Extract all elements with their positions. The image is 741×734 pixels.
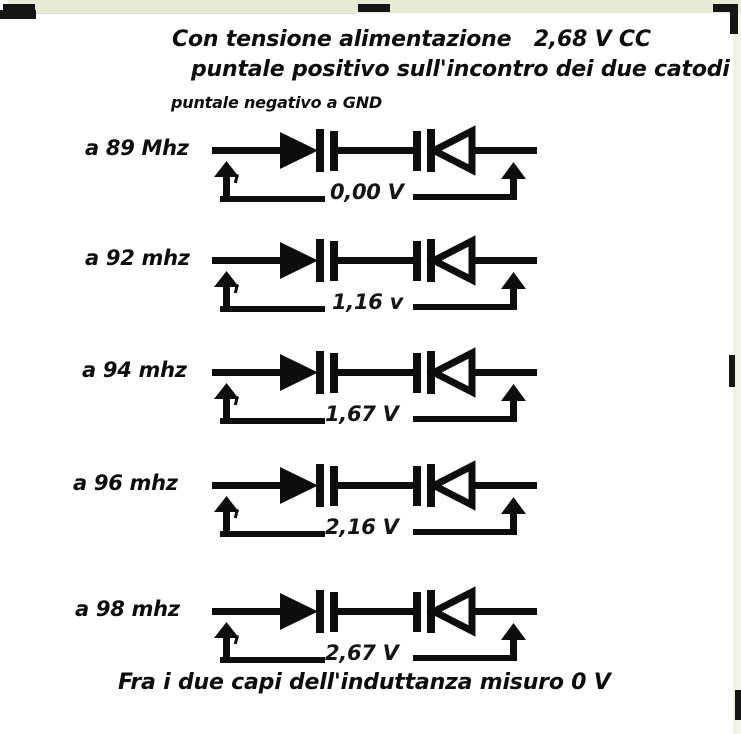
right-probe-arrow xyxy=(413,623,526,661)
document-right-band xyxy=(733,13,741,734)
right-first-bar xyxy=(413,592,421,632)
right-lead-wire xyxy=(469,369,537,376)
right-probe-arrow xyxy=(413,272,526,310)
right-lead-wire xyxy=(469,608,537,615)
left-probe-arrow xyxy=(214,496,325,537)
left-probe-arrow xyxy=(214,383,325,424)
frequency-label: a 89 Mhz xyxy=(85,136,189,160)
left-diode-triangle xyxy=(280,467,318,504)
left-diode-triangle xyxy=(280,354,318,391)
left-second-bar xyxy=(330,241,338,281)
selection-handle-bottom-right[interactable] xyxy=(735,690,741,720)
selection-handle-top-right-vertical[interactable] xyxy=(730,4,738,34)
diode-circuit xyxy=(212,347,537,398)
left-diode-cathode-bar xyxy=(316,464,324,507)
probe-indicators xyxy=(214,622,526,663)
right-first-bar xyxy=(413,131,421,171)
selection-handle-top-middle[interactable] xyxy=(358,4,390,12)
header-line-2: puntale positivo sull'incontro dei due c… xyxy=(191,57,730,82)
left-diode-triangle xyxy=(280,132,318,169)
left-diode-triangle xyxy=(280,242,318,279)
frequency-label: a 92 mhz xyxy=(85,246,190,270)
right-lead-wire xyxy=(469,482,537,489)
left-lead-wire xyxy=(212,147,280,154)
selection-handle-top-left[interactable] xyxy=(3,4,35,11)
voltage-reading: 2,16 V xyxy=(325,515,399,539)
frequency-label: a 98 mhz xyxy=(75,597,180,621)
probe-indicators xyxy=(214,161,526,202)
centre-wire xyxy=(337,482,417,489)
left-second-bar xyxy=(330,353,338,393)
centre-wire xyxy=(337,369,417,376)
frequency-label: a 96 mhz xyxy=(73,471,178,495)
diode-circuit xyxy=(212,125,537,176)
header-line-1: Con tensione alimentazione 2,68 V CC xyxy=(172,27,651,52)
left-probe-arrow xyxy=(214,271,325,312)
left-second-bar xyxy=(330,592,338,632)
right-first-bar xyxy=(413,241,421,281)
footer-caption: Fra i due capi dell'induttanza misuro 0 … xyxy=(118,670,611,695)
probe-indicators xyxy=(214,383,526,424)
left-probe-arrow xyxy=(214,622,325,663)
selection-handle-top-right[interactable] xyxy=(713,4,738,12)
right-lead-wire xyxy=(469,147,537,154)
probe-indicators xyxy=(214,496,526,537)
right-probe-arrow xyxy=(413,384,526,422)
document-right-band-inner xyxy=(734,13,737,734)
measurement-row: a 92 mhz 1,16 v xyxy=(0,232,741,342)
left-second-bar xyxy=(330,131,338,171)
right-first-bar xyxy=(413,466,421,506)
document-top-rule xyxy=(36,13,356,14)
centre-wire xyxy=(337,608,417,615)
left-diode-cathode-bar xyxy=(316,129,324,172)
selection-handle-top-left-lower[interactable] xyxy=(0,10,36,19)
diode-circuit xyxy=(212,460,537,511)
frequency-label: a 94 mhz xyxy=(82,358,187,382)
left-lead-wire xyxy=(212,482,280,489)
right-probe-arrow xyxy=(413,497,526,535)
measurement-row: a 98 mhz 2,67 V xyxy=(0,583,741,693)
voltage-reading: 1,16 v xyxy=(332,290,404,314)
left-diode-cathode-bar xyxy=(316,239,324,282)
left-diode-cathode-bar xyxy=(316,351,324,394)
right-first-bar xyxy=(413,353,421,393)
measurement-row: a 96 mhz 2,16 V xyxy=(0,457,741,567)
diode-circuit xyxy=(212,586,537,637)
left-diode-cathode-bar xyxy=(316,590,324,633)
voltage-reading: 1,67 V xyxy=(325,402,399,426)
right-probe-arrow xyxy=(413,162,526,200)
voltage-reading: 2,67 V xyxy=(325,641,399,665)
measurement-row: a 94 mhz 1,67 V xyxy=(0,344,741,454)
centre-wire xyxy=(337,147,417,154)
left-diode-triangle xyxy=(280,593,318,630)
left-probe-arrow xyxy=(214,161,325,202)
measurement-row: a 89 Mhz 0,00 V xyxy=(0,122,741,232)
left-lead-wire xyxy=(212,608,280,615)
left-second-bar xyxy=(330,466,338,506)
header-line-3: puntale negativo a GND xyxy=(171,93,382,112)
right-lead-wire xyxy=(469,257,537,264)
centre-wire xyxy=(337,257,417,264)
voltage-reading: 0,00 V xyxy=(330,180,404,204)
diode-circuit xyxy=(212,235,537,286)
left-lead-wire xyxy=(212,369,280,376)
selection-handle-middle-right[interactable] xyxy=(729,355,735,387)
probe-indicators xyxy=(214,271,526,312)
left-lead-wire xyxy=(212,257,280,264)
